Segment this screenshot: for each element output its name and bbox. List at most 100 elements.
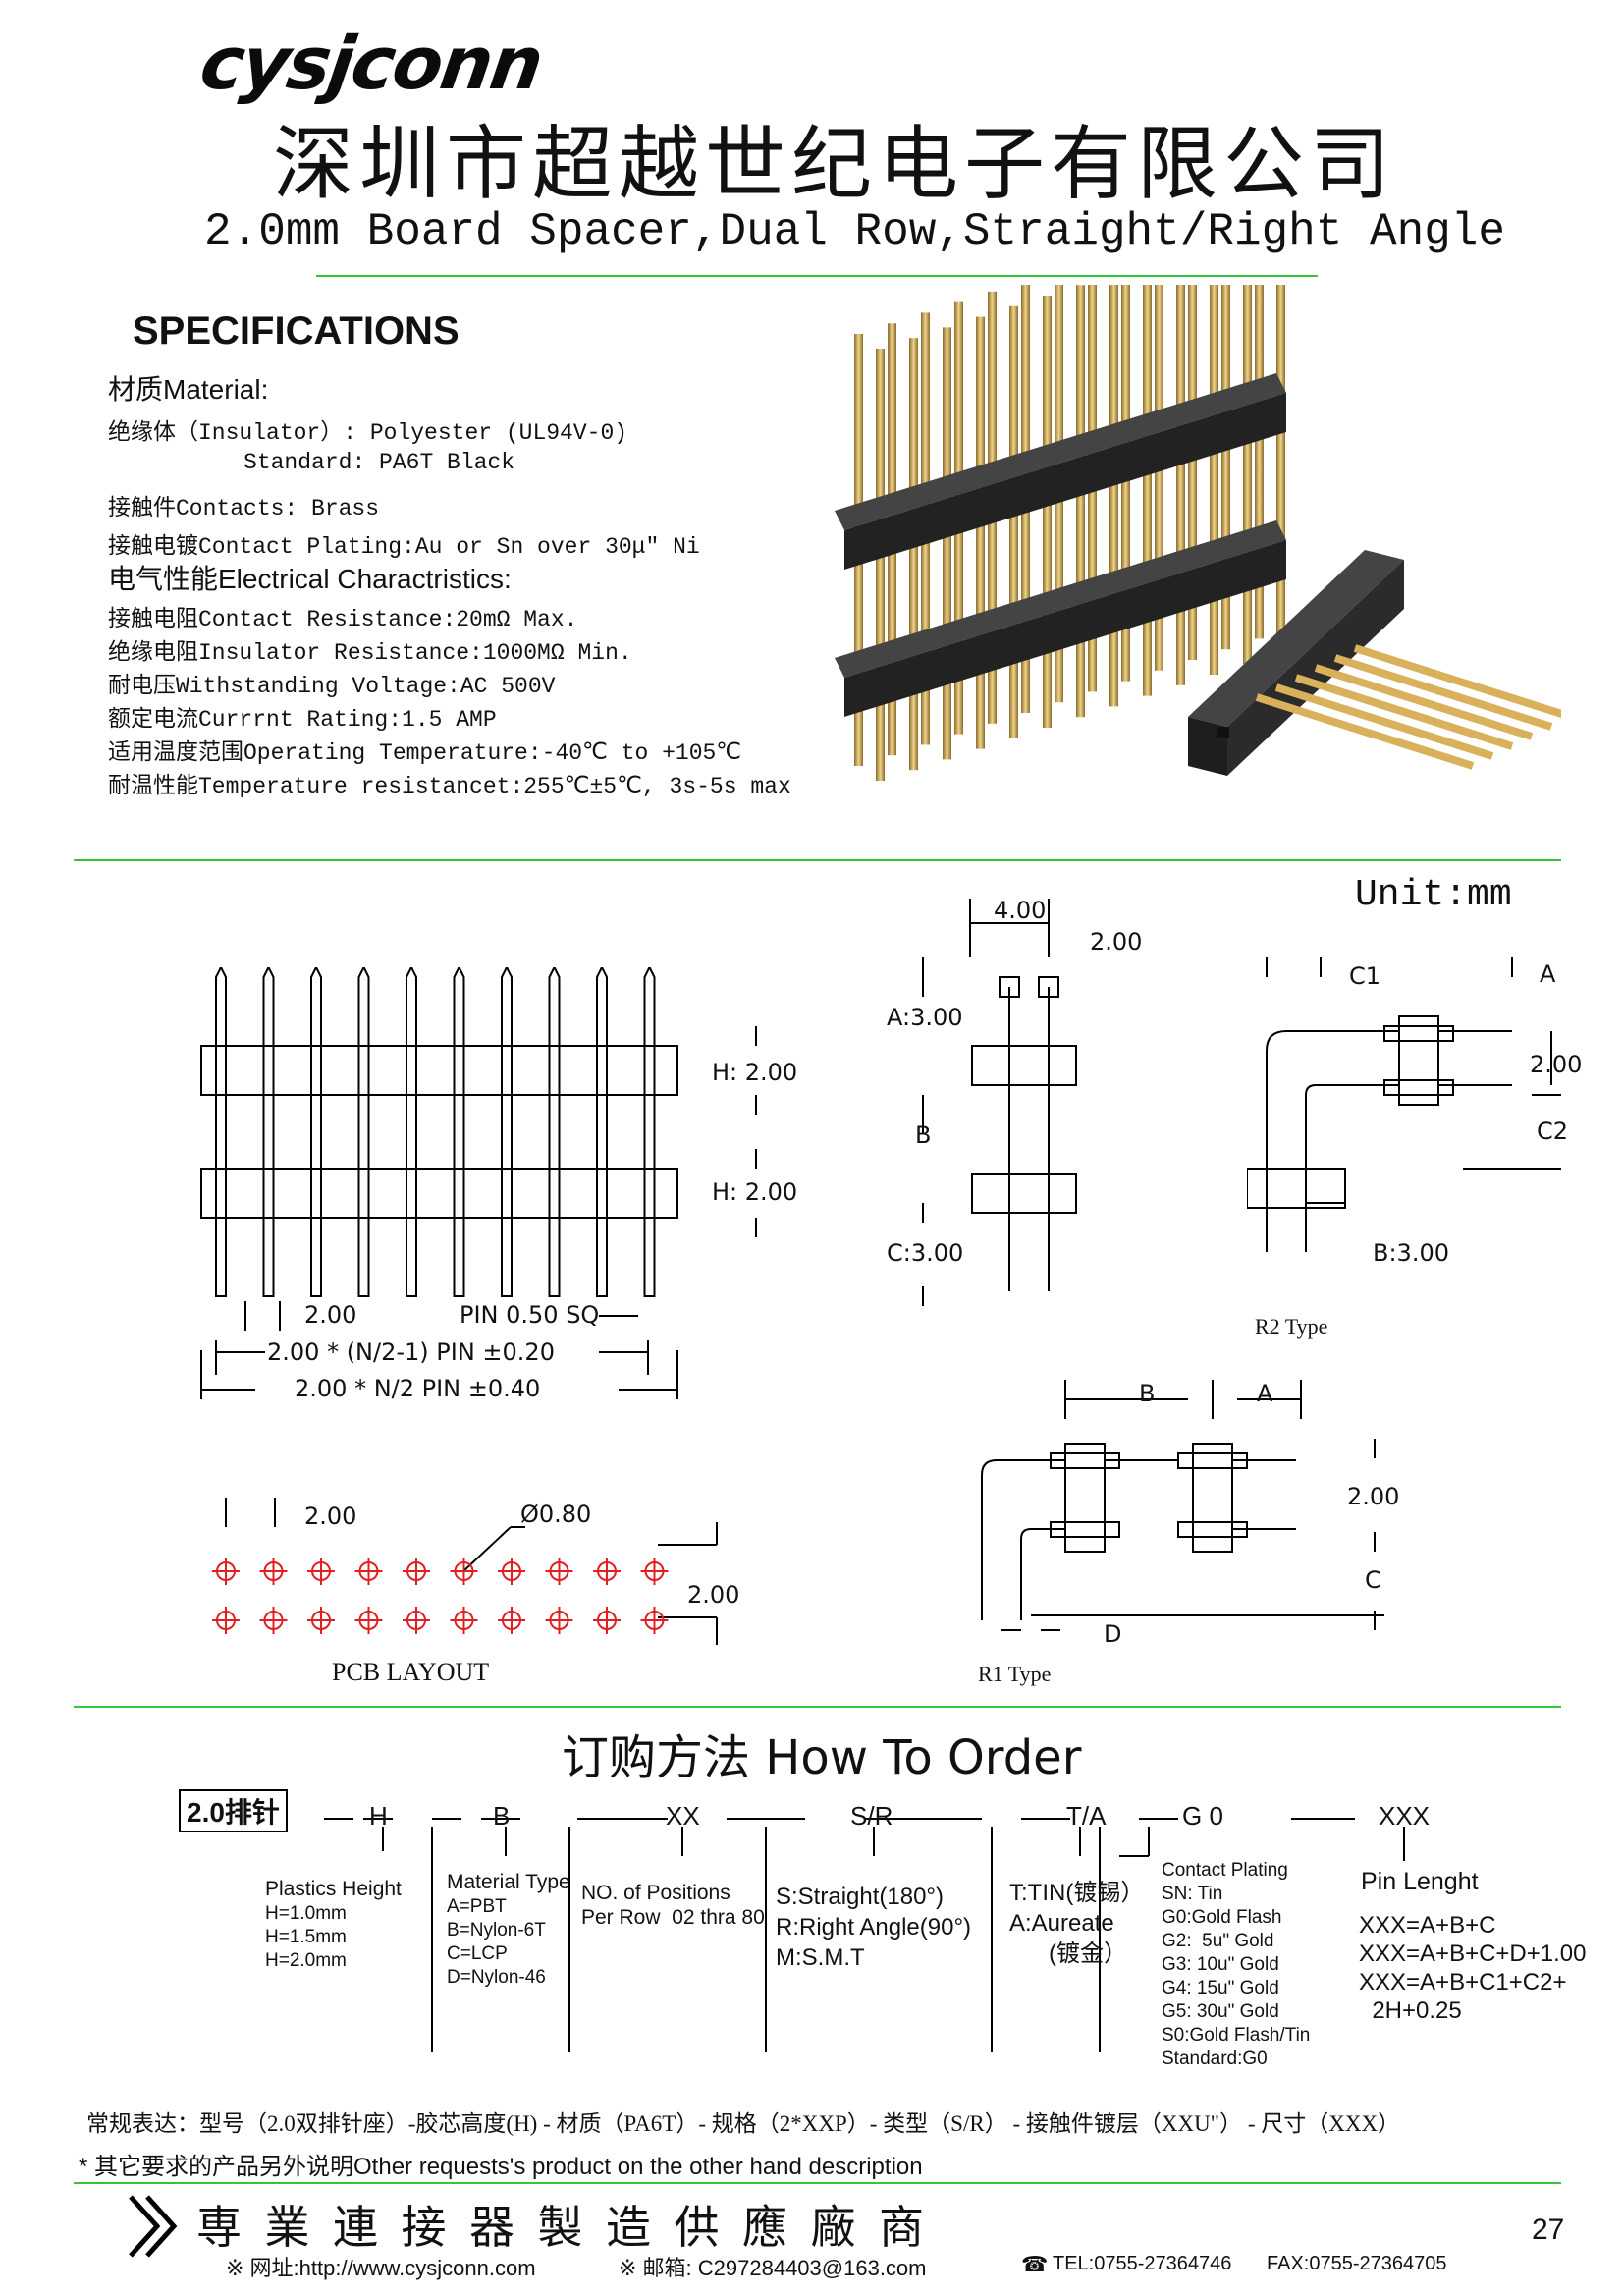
pcb-hole	[403, 1558, 430, 1585]
brand-logo: cysjconn	[194, 22, 547, 106]
product-render	[835, 285, 1561, 781]
render-pin	[1243, 285, 1252, 665]
straight-header-render	[835, 285, 1286, 781]
pcb-hole	[212, 1558, 240, 1585]
electrical-heading: 电气性能Electrical Charactristics:	[108, 564, 512, 594]
spec-line: 绝缘电阻Insulator Resistance:1000MΩ Min.	[108, 640, 632, 666]
header-pin	[643, 967, 656, 1297]
title-underline	[316, 275, 1318, 277]
render-pin	[909, 338, 918, 771]
header-pin	[310, 967, 322, 1297]
pcb-hole	[354, 1607, 383, 1634]
product-title: 2.0mm Board Spacer,Dual Row,Straight/Rig…	[204, 206, 1506, 257]
pcb-hole	[259, 1558, 288, 1585]
dim-width: 4.00	[994, 897, 1047, 924]
header-pin	[406, 967, 417, 1297]
dim-c2: C2	[1537, 1118, 1569, 1145]
order-title: 订购方法 How To Order	[562, 1730, 1082, 1785]
render-pin	[943, 327, 951, 760]
header-pin	[596, 967, 608, 1297]
render-pin	[1353, 644, 1561, 719]
pcb-hole	[307, 1607, 335, 1634]
dim-d: D	[1104, 1620, 1122, 1648]
dim-b: B	[1139, 1380, 1156, 1407]
side-view-drawing	[922, 899, 1077, 1306]
order-finish-list: T:TIN(镀锡）A:Aureate (镀金）	[1009, 1880, 1145, 1967]
render-pin	[1009, 305, 1018, 738]
company-name: 深圳市超越世纪电子有限公司	[273, 118, 1397, 211]
dim-a: A	[1257, 1380, 1273, 1407]
page-number: 27	[1532, 2214, 1565, 2246]
render-pin	[1121, 285, 1130, 682]
order-connector-lines	[324, 1818, 1405, 2052]
dim-row-span: 2.00 * (N/2-1) PIN ±0.20	[267, 1339, 555, 1366]
pcb-hole	[593, 1558, 621, 1585]
field-positions: XX	[666, 1801, 700, 1831]
dim-b: B:3.00	[1373, 1239, 1449, 1267]
render-pin	[1043, 296, 1052, 728]
section-rule	[74, 859, 1561, 861]
pcb-hole	[498, 1607, 525, 1634]
order-length-title: Pin Lenght	[1361, 1868, 1479, 1895]
footer-rule	[74, 2182, 1561, 2184]
field-height: H	[369, 1801, 388, 1831]
header-pin	[215, 967, 227, 1297]
r2-type-drawing	[1247, 957, 1561, 1252]
pcb-hole	[259, 1607, 288, 1634]
order-expression: 常规表达：型号（2.0双排针座）-胶芯高度(H) - 材质（PA6T）- 规格（…	[86, 2111, 1401, 2136]
pcb-hole-diameter: Ø0.80	[520, 1501, 592, 1528]
render-pin	[1314, 664, 1534, 740]
dim-pitch: 2.00	[1347, 1483, 1400, 1510]
field-plating: G 0	[1182, 1801, 1223, 1831]
model-code-box: 2.0排针	[179, 1789, 288, 1832]
pcb-hole	[640, 1607, 669, 1634]
dim-pin-size: PIN 0.50 SQ	[460, 1301, 600, 1329]
render-pin	[1176, 285, 1185, 685]
spec-line: 适用温度范围Operating Temperature:-40℃ to +105…	[108, 740, 742, 766]
order-type-list: S:Straight(180°)R:Right Angle(90°)M:S.M.…	[776, 1884, 972, 1971]
spec-line: 接触件Contacts: Brass	[108, 496, 380, 521]
r1-caption: R1 Type	[978, 1662, 1052, 1686]
spec-line: 额定电流Currrnt Rating:1.5 AMP	[108, 707, 497, 733]
pcb-hole	[545, 1607, 573, 1634]
section-rule	[74, 1706, 1561, 1708]
order-note: * 其它要求的产品另外说明Other requests's product on…	[79, 2154, 923, 2180]
chevron-logo-icon	[129, 2195, 178, 2258]
material-heading: 材质Material:	[108, 374, 269, 405]
unit-label: Unit:mm	[1355, 874, 1512, 916]
render-pin	[1274, 683, 1494, 760]
pcb-pitch: 2.00	[304, 1503, 357, 1530]
footer-slogan: 専 業 連 接 器 製 造 供 應 廠 商	[196, 2203, 930, 2253]
r1-type-drawing	[981, 1380, 1384, 1631]
pcb-hole	[212, 1607, 240, 1634]
header-pin	[262, 967, 275, 1297]
dim-a: A:3.00	[887, 1004, 963, 1031]
spec-line: 耐温性能Temperature resistancet:255℃±5℃, 3s-…	[108, 774, 791, 799]
footer-website[interactable]: ※ 网址:http://www.cysjconn.com	[226, 2256, 536, 2280]
front-view-drawing	[200, 967, 757, 1399]
render-pin	[976, 316, 985, 749]
phone-icon: ☎	[1021, 2252, 1049, 2276]
pcb-hole	[403, 1607, 430, 1634]
spec-line: 接触电阻Contact Resistance:20mΩ Max.	[108, 607, 578, 632]
field-material: B	[493, 1801, 511, 1831]
footer-email[interactable]: ※ 邮箱: C297284403@163.com	[619, 2256, 927, 2280]
spec-line: 耐电压Withstanding Voltage:AC 500V	[108, 674, 556, 699]
render-pin	[1333, 654, 1553, 731]
pcb-layout-drawing	[212, 1498, 718, 1645]
header-pin	[357, 967, 370, 1297]
dim-c: C	[1365, 1566, 1381, 1594]
pcb-hole	[450, 1558, 478, 1585]
render-pin	[1076, 285, 1085, 718]
pcb-hole	[450, 1607, 478, 1634]
pcb-hole	[640, 1558, 669, 1585]
dim-pin-pitch: 2.00	[1090, 928, 1143, 956]
spec-line: 绝缘体（Insulator）: Polyester (UL94V-0)	[108, 420, 628, 446]
pcb-row-pitch: 2.00	[687, 1581, 740, 1609]
header-pin	[548, 967, 561, 1297]
